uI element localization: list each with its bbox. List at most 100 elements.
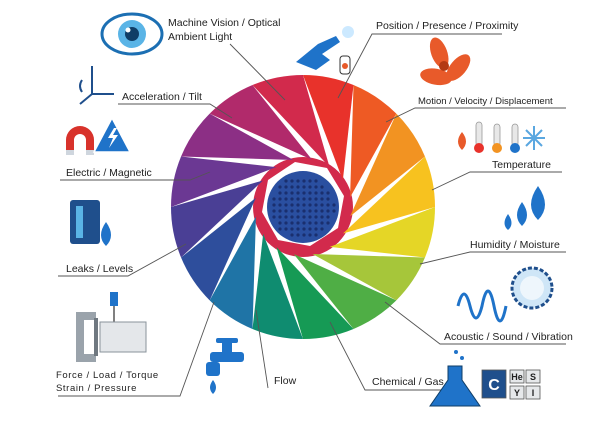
label-humidity: Humidity / Moisture — [470, 239, 560, 251]
chip-dot — [302, 209, 306, 213]
chip-dot — [296, 221, 300, 225]
chip-dot — [314, 191, 318, 195]
chip-dot — [308, 227, 312, 231]
chip-dot — [296, 203, 300, 207]
wheel-segment — [342, 156, 435, 234]
chip-dot — [314, 215, 318, 219]
element-tile-symbol: S — [530, 372, 536, 382]
chip-dot — [326, 209, 330, 213]
leader-electric — [60, 171, 211, 181]
leader-lines — [58, 33, 566, 397]
chip-dot — [302, 197, 306, 201]
chip-dot — [308, 197, 312, 201]
chip-dot — [326, 215, 330, 219]
wheel-segment — [171, 156, 277, 207]
leader-position — [337, 33, 502, 99]
chip-dot — [302, 227, 306, 231]
wheel-segment — [329, 207, 435, 258]
chip-dot — [272, 197, 276, 201]
chip-dot — [284, 203, 288, 207]
leader-force — [58, 301, 215, 397]
chip-dot — [278, 185, 282, 189]
electric-magnetic-icon — [66, 116, 132, 155]
chip-dot — [290, 191, 294, 195]
thermometers-icon — [458, 121, 545, 153]
wheel-segment — [181, 113, 294, 160]
chip-dot — [284, 209, 288, 213]
chip-dot — [314, 227, 318, 231]
wheel-segment — [209, 216, 256, 329]
chip-dot — [308, 215, 312, 219]
color-wheel — [171, 75, 435, 339]
leader-flow — [255, 309, 269, 389]
element-tile-symbol: I — [532, 388, 535, 398]
acceleration-axes-icon — [79, 66, 114, 105]
leader-machine-vision — [229, 43, 286, 101]
chip-dot — [308, 191, 312, 195]
label-force-line1: Force / Load / Torque — [56, 370, 159, 381]
element-tile — [509, 385, 525, 400]
element-tile-symbol: He — [511, 372, 523, 382]
chip-dot — [290, 233, 294, 237]
chip-dot — [308, 179, 312, 183]
chip-dot — [308, 185, 312, 189]
leader-leaks — [58, 243, 187, 277]
chip-dot — [320, 191, 324, 195]
leader-chemical — [329, 321, 448, 391]
tank-drop-icon — [70, 200, 111, 246]
wheel-segment — [350, 85, 397, 198]
chip-dot — [284, 227, 288, 231]
chip-dot — [296, 179, 300, 183]
element-tile — [481, 369, 507, 399]
chip-dot — [290, 221, 294, 225]
label-electric: Electric / Magnetic — [66, 167, 152, 179]
chip-dot — [284, 191, 288, 195]
element-tile — [525, 385, 541, 400]
label-machine-vision-line2: Ambient Light — [168, 31, 232, 43]
label-flow: Flow — [274, 375, 297, 387]
chip-dot — [278, 191, 282, 195]
chip-dot — [320, 221, 324, 225]
chip-dot — [272, 215, 276, 219]
element-tile-symbol: Y — [514, 388, 520, 398]
chip-dot — [272, 209, 276, 213]
wheel-segment — [209, 85, 313, 160]
chip-dot — [314, 179, 318, 183]
chip-dot — [290, 209, 294, 213]
chip-dot — [320, 209, 324, 213]
chip-dot — [320, 215, 324, 219]
clamp-load-icon — [76, 292, 147, 362]
chip-dot — [290, 197, 294, 201]
chip-dot — [290, 185, 294, 189]
chip-dot — [296, 215, 300, 219]
chip-dot — [302, 233, 306, 237]
chip-dot — [326, 203, 330, 207]
sensor-chip-pattern — [272, 179, 336, 237]
chip-dot — [302, 221, 306, 225]
chip-dot — [332, 203, 336, 207]
label-leaks: Leaks / Levels — [66, 263, 133, 275]
leader-acceleration — [118, 103, 233, 119]
faucet-icon — [206, 338, 244, 394]
label-temperature: Temperature — [492, 159, 551, 171]
chip-dot — [284, 179, 288, 183]
chip-dot — [320, 203, 324, 207]
chip-dot — [314, 197, 318, 201]
wheel-segment — [252, 75, 330, 168]
chip-dot — [302, 191, 306, 195]
label-acoustic: Acoustic / Sound / Vibration — [444, 331, 573, 343]
chip-dot — [296, 233, 300, 237]
leader-humidity — [419, 251, 566, 265]
chip-dot — [278, 221, 282, 225]
chip-dot — [314, 185, 318, 189]
chip-dot — [302, 179, 306, 183]
label-chemical: Chemical / Gas — [372, 376, 444, 388]
humidity-drops-icon — [504, 186, 545, 230]
chip-dot — [314, 221, 318, 225]
chip-dot — [290, 227, 294, 231]
wheel-segment — [171, 180, 264, 258]
chip-dot — [284, 185, 288, 189]
chip-dot — [302, 185, 306, 189]
chip-dot — [302, 215, 306, 219]
chip-dot — [308, 209, 312, 213]
